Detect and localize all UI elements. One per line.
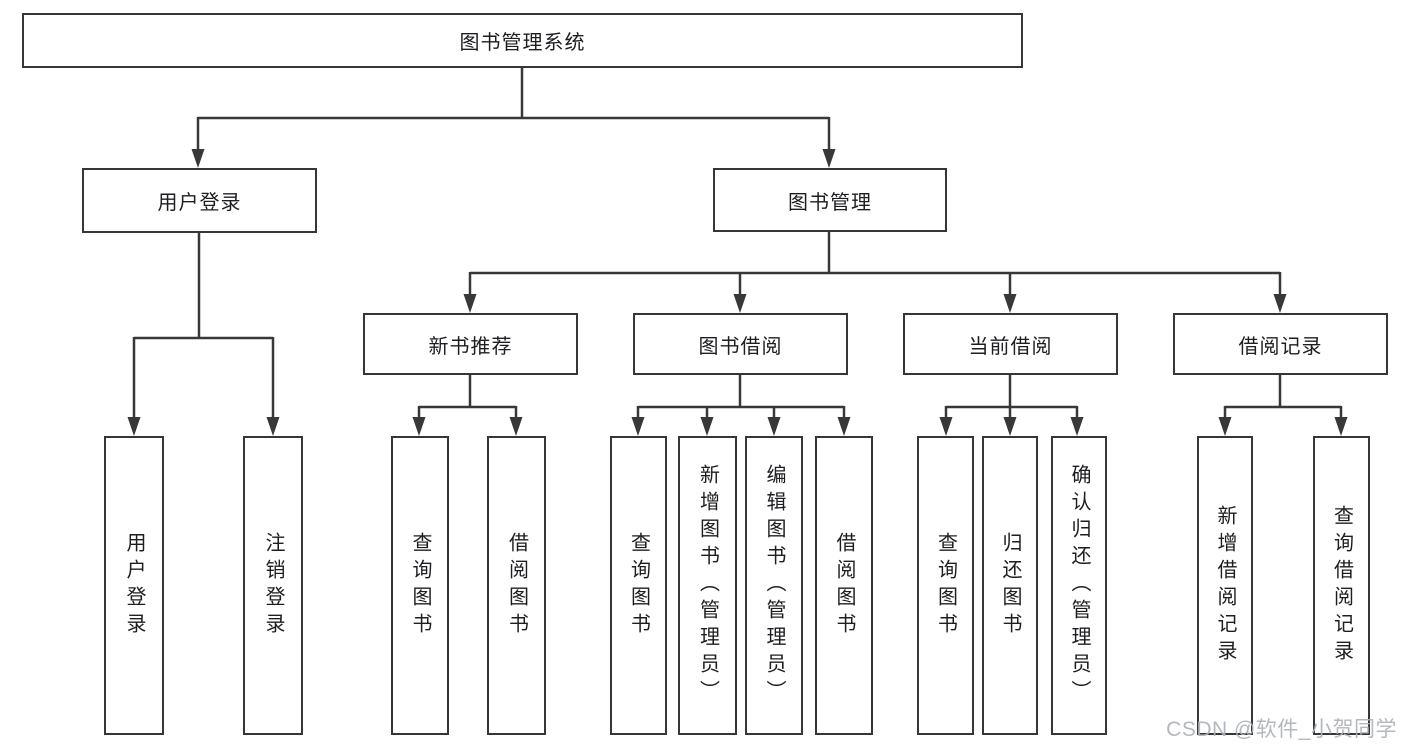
node-root-system: 图书管理系统 [22, 13, 1023, 68]
connector-recommend-to-leaves [412, 375, 523, 436]
node-book-borrowing: 图书借阅 [633, 313, 848, 375]
leaf-borrowing-query-books: 查询图书 [610, 436, 667, 735]
leaf-borrowing-add-books-admin-label: 新增图书（管理员） [696, 464, 719, 707]
leaf-records-query-record-label: 查询借阅记录 [1330, 504, 1353, 667]
node-user-login: 用户登录 [82, 168, 317, 233]
leaf-borrowing-edit-books-admin-label: 编辑图书（管理员） [763, 464, 785, 707]
node-book-management: 图书管理 [713, 168, 947, 232]
leaf-borrowing-borrow-books-label: 借阅图书 [833, 531, 855, 640]
leaf-recommend-query-books-label: 查询图书 [409, 531, 431, 640]
leaf-borrowing-add-books-admin: 新增图书（管理员） [678, 436, 737, 735]
node-book-borrowing-label: 图书借阅 [698, 335, 783, 358]
leaf-current-return-books: 归还图书 [982, 436, 1038, 735]
leaf-user-login: 用户登录 [104, 436, 164, 735]
connector-root-to-level2 [191, 68, 836, 168]
leaf-current-return-books-label: 归还图书 [999, 531, 1021, 640]
connector-current-to-leaves [939, 375, 1084, 436]
leaf-current-query-books-label: 查询图书 [934, 531, 957, 640]
connector-mgmt-to-level3 [463, 232, 1287, 313]
leaf-borrowing-edit-books-admin: 编辑图书（管理员） [745, 436, 803, 735]
leaf-recommend-borrow-books: 借阅图书 [487, 436, 546, 735]
leaf-current-confirm-return-admin: 确认归还（管理员） [1051, 436, 1107, 735]
node-borrowing-records-label: 借阅记录 [1238, 335, 1323, 358]
node-current-borrowing: 当前借阅 [903, 313, 1118, 375]
node-borrowing-records: 借阅记录 [1173, 313, 1388, 375]
node-new-book-recommend: 新书推荐 [363, 313, 578, 375]
leaf-borrowing-borrow-books: 借阅图书 [815, 436, 873, 735]
leaf-logout-label: 注销登录 [262, 531, 284, 640]
leaf-user-login-label: 用户登录 [123, 531, 145, 640]
leaf-current-query-books: 查询图书 [917, 436, 974, 735]
node-current-borrowing-label: 当前借阅 [968, 335, 1053, 358]
leaf-recommend-borrow-books-label: 借阅图书 [505, 531, 528, 640]
node-new-book-recommend-label: 新书推荐 [428, 335, 513, 358]
connector-records-to-leaves [1218, 375, 1348, 436]
leaf-logout: 注销登录 [243, 436, 303, 735]
csdn-watermark: CSDN @软件_小贺同学 [1166, 718, 1397, 741]
node-user-login-label: 用户登录 [157, 192, 242, 214]
connector-login-to-leaves [127, 233, 280, 436]
leaf-records-add-record: 新增借阅记录 [1197, 436, 1253, 735]
leaf-records-query-record: 查询借阅记录 [1313, 436, 1370, 735]
leaf-records-add-record-label: 新增借阅记录 [1214, 504, 1236, 667]
node-book-management-label: 图书管理 [788, 191, 872, 214]
node-root-system-label: 图书管理系统 [459, 32, 586, 54]
leaf-recommend-query-books: 查询图书 [391, 436, 449, 735]
leaf-current-confirm-return-admin-label: 确认归还（管理员） [1068, 464, 1090, 707]
leaf-borrowing-query-books-label: 查询图书 [627, 531, 650, 640]
connector-borrowing-to-leaves [631, 375, 851, 436]
